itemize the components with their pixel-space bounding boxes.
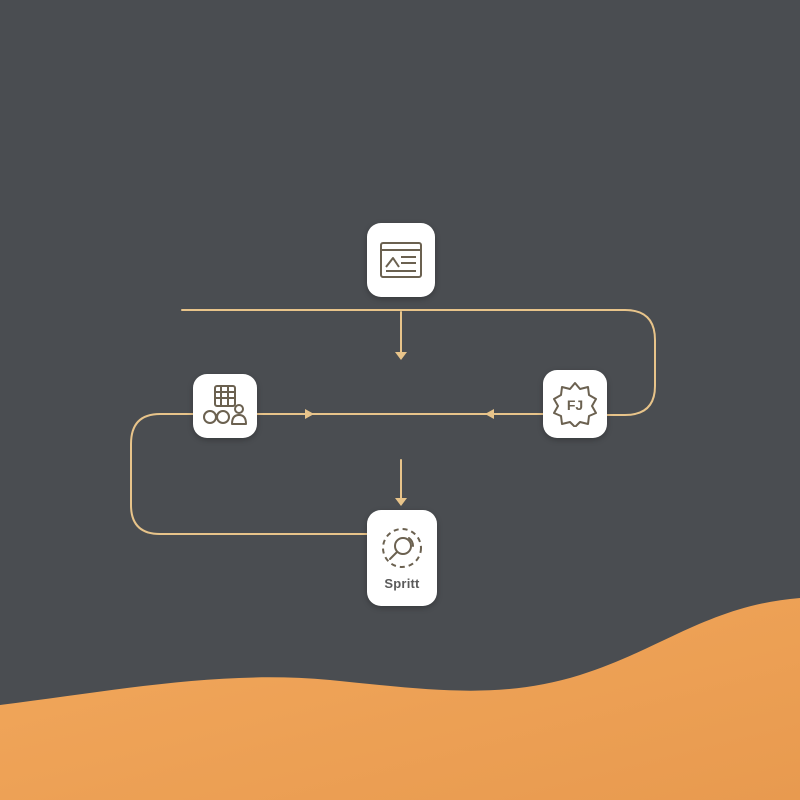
node-document[interactable] xyxy=(367,223,435,297)
fj-badge-text: FJ xyxy=(567,397,583,413)
connector-left-loop xyxy=(130,413,368,535)
fj-badge-icon: FJ xyxy=(553,382,597,427)
arrowhead-down-1 xyxy=(395,352,407,360)
node-label-bottom: Spritt xyxy=(384,575,420,591)
search-cycle-icon xyxy=(382,527,422,568)
sand-wave xyxy=(0,598,800,800)
database-people-icon xyxy=(203,385,247,425)
node-database-people[interactable] xyxy=(193,374,257,438)
connector-top-loop xyxy=(181,309,656,416)
arrowhead-down-2 xyxy=(395,498,407,506)
node-fj-badge[interactable]: FJ xyxy=(543,370,607,438)
arrowhead-right xyxy=(305,409,314,419)
arrowhead-left xyxy=(485,409,494,419)
node-search[interactable]: Spritt xyxy=(367,510,437,606)
document-chart-icon xyxy=(380,242,422,278)
